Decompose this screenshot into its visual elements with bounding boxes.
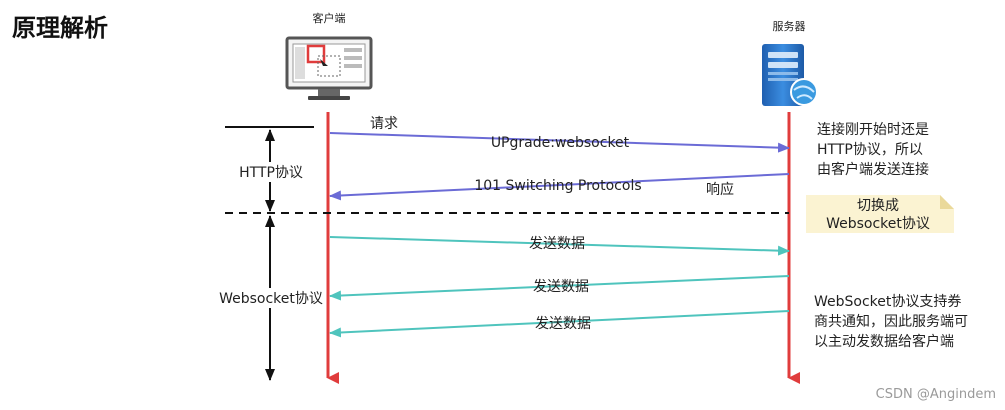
http-note: 连接刚开始时还是 HTTP协议，所以 由客户端发送连接 bbox=[817, 121, 929, 178]
http-phase-label: HTTP协议 bbox=[239, 165, 303, 181]
ws-note-line: 商共通知，因此服务端可 bbox=[814, 313, 968, 330]
ws-note: WebSocket协议支持券 商共通知，因此服务端可 以主动发数据给客户端 bbox=[814, 294, 968, 350]
ws-send-arrow-2 bbox=[329, 275, 790, 301]
switch-note-line: Websocket协议 bbox=[826, 216, 930, 232]
phase-label-bg bbox=[236, 162, 306, 182]
switching-message: 101 Switching Protocols bbox=[474, 178, 641, 194]
switch-note: 切换成 Websocket协议 bbox=[806, 195, 954, 233]
switch-note-line: 切换成 bbox=[857, 197, 899, 214]
monitor-icon bbox=[285, 36, 373, 100]
upgrade-message: UPgrade:websocket bbox=[491, 135, 630, 151]
server-icon bbox=[762, 44, 818, 106]
send-data-label-3: 发送数据 bbox=[535, 316, 591, 332]
request-label: 请求 bbox=[370, 116, 398, 132]
http-note-line: 由客户端发送连接 bbox=[817, 161, 929, 178]
note-card bbox=[806, 195, 954, 233]
watermark: CSDN @Angindem bbox=[876, 387, 996, 402]
http-note-line: 连接刚开始时还是 bbox=[817, 121, 929, 138]
send-data-label-2: 发送数据 bbox=[533, 279, 589, 295]
websocket-phase-label: Websocket协议 bbox=[219, 291, 323, 307]
ws-send-arrow-1 bbox=[329, 236, 790, 256]
client-label: 客户端 bbox=[313, 11, 346, 25]
response-label: 响应 bbox=[706, 181, 734, 198]
server-label: 服务器 bbox=[773, 20, 806, 33]
http-note-line: HTTP协议，所以 bbox=[817, 142, 923, 158]
ws-note-line: 以主动发数据给客户端 bbox=[814, 333, 954, 350]
ws-note-line: WebSocket协议支持券 bbox=[814, 294, 961, 310]
phase-label-bg bbox=[214, 288, 326, 308]
upgrade-arrow bbox=[329, 132, 790, 153]
note-fold bbox=[940, 195, 954, 209]
ws-send-arrow-3 bbox=[329, 310, 790, 338]
page-title: 原理解析 bbox=[12, 13, 108, 42]
switching-arrow bbox=[329, 173, 790, 201]
send-data-label-1: 发送数据 bbox=[529, 236, 585, 252]
